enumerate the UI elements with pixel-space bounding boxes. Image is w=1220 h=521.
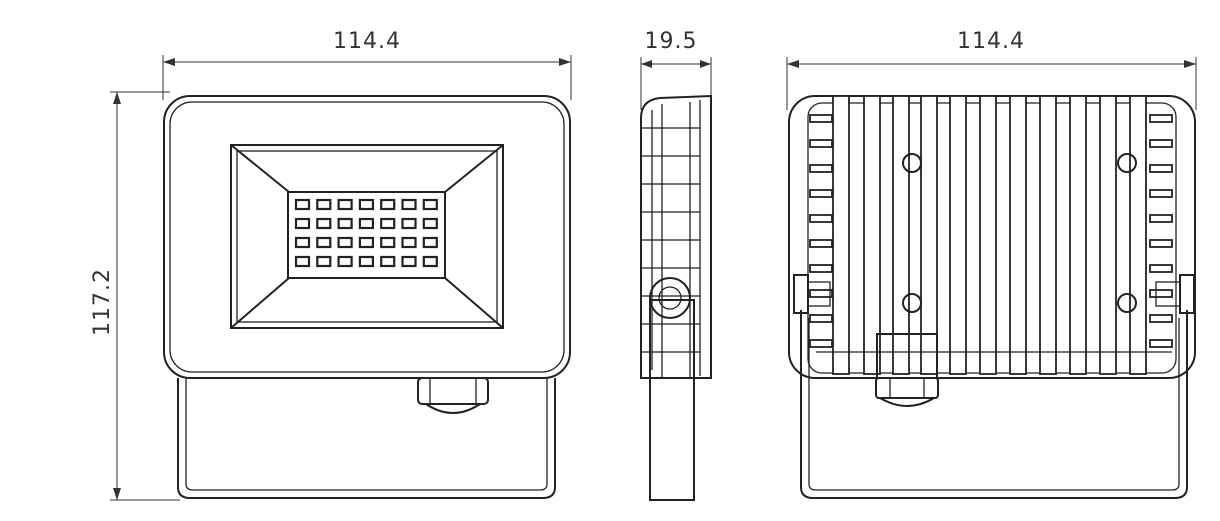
front-housing bbox=[163, 95, 571, 379]
led-grid bbox=[294, 198, 438, 268]
side-rib bbox=[809, 289, 833, 298]
heatsink-fin bbox=[979, 95, 997, 375]
side-rib bbox=[809, 164, 833, 173]
side-rib bbox=[1149, 239, 1173, 248]
side-rib bbox=[809, 314, 833, 323]
side-rib bbox=[1149, 214, 1173, 223]
back-width-label: 114.4 bbox=[957, 29, 1025, 54]
heatsink-fin bbox=[1069, 95, 1087, 375]
led-chip bbox=[337, 236, 353, 249]
front-width-dimension: 114.4 bbox=[162, 29, 572, 100]
led-chip bbox=[316, 236, 332, 249]
side-rib bbox=[809, 239, 833, 248]
side-rib bbox=[1149, 339, 1173, 348]
back-width-dimension: 114.4 bbox=[786, 29, 1197, 110]
led-chip bbox=[380, 236, 396, 249]
led-chip bbox=[316, 198, 332, 211]
side-rib bbox=[809, 139, 833, 148]
back-view: 114.4 bbox=[786, 29, 1197, 499]
side-rib bbox=[1149, 264, 1173, 273]
led-chip bbox=[401, 198, 417, 211]
side-rib bbox=[809, 214, 833, 223]
side-rib bbox=[1149, 139, 1173, 148]
led-chip bbox=[337, 255, 353, 268]
heatsink-fin bbox=[832, 95, 850, 375]
side-rib bbox=[1149, 314, 1173, 323]
led-chip bbox=[316, 217, 332, 230]
side-depth-dimension: 19.5 bbox=[640, 29, 712, 110]
led-chip bbox=[294, 217, 311, 230]
heatsink-fin bbox=[1129, 95, 1147, 375]
led-chip bbox=[316, 255, 332, 268]
heatsink-fin bbox=[1009, 95, 1027, 375]
back-bracket bbox=[800, 310, 1188, 499]
led-chip bbox=[380, 217, 396, 230]
back-mounting-holes bbox=[902, 153, 1137, 313]
led-chip bbox=[380, 198, 396, 211]
heatsink-fin bbox=[863, 95, 881, 375]
front-height-label: 117.2 bbox=[90, 268, 115, 336]
led-chip bbox=[358, 236, 374, 249]
front-recess bbox=[230, 144, 504, 329]
led-chip bbox=[401, 217, 417, 230]
led-chip bbox=[401, 255, 417, 268]
led-chip bbox=[422, 217, 438, 230]
led-chip bbox=[422, 255, 438, 268]
heatsink-fin bbox=[1039, 95, 1057, 375]
side-rib bbox=[809, 264, 833, 273]
front-view: 114.4 117.2 bbox=[90, 29, 572, 501]
heatsink-fin bbox=[1099, 95, 1117, 375]
led-chip bbox=[294, 198, 311, 211]
heatsink-fin bbox=[949, 95, 967, 375]
side-rib bbox=[809, 339, 833, 348]
side-rib bbox=[809, 114, 833, 123]
led-chip bbox=[380, 255, 396, 268]
led-chip bbox=[294, 255, 311, 268]
side-housing bbox=[640, 94, 712, 379]
back-heatsink-fins bbox=[809, 95, 1173, 375]
front-height-dimension: 117.2 bbox=[90, 91, 180, 501]
led-chip bbox=[294, 236, 311, 249]
led-chip bbox=[337, 217, 353, 230]
heatsink-fin bbox=[892, 95, 910, 375]
side-rib bbox=[809, 189, 833, 198]
side-bracket bbox=[649, 299, 695, 501]
side-depth-label: 19.5 bbox=[645, 29, 698, 54]
led-chip bbox=[422, 236, 438, 249]
side-rib bbox=[1149, 114, 1173, 123]
led-chip bbox=[358, 217, 374, 230]
led-chip bbox=[422, 198, 438, 211]
led-chip bbox=[337, 198, 353, 211]
led-chip bbox=[401, 236, 417, 249]
led-panel bbox=[287, 191, 446, 279]
front-width-label: 114.4 bbox=[333, 29, 401, 54]
led-chip bbox=[358, 198, 374, 211]
led-chip bbox=[358, 255, 374, 268]
back-junction-box bbox=[875, 333, 939, 407]
side-pivot-knob bbox=[649, 277, 691, 319]
front-bracket bbox=[177, 378, 556, 499]
front-cable-gland bbox=[417, 377, 489, 414]
heatsink-fin bbox=[920, 95, 938, 375]
side-rib bbox=[1149, 289, 1173, 298]
side-rib bbox=[1149, 189, 1173, 198]
side-view: 19.5 bbox=[640, 29, 712, 501]
side-rib bbox=[1149, 164, 1173, 173]
